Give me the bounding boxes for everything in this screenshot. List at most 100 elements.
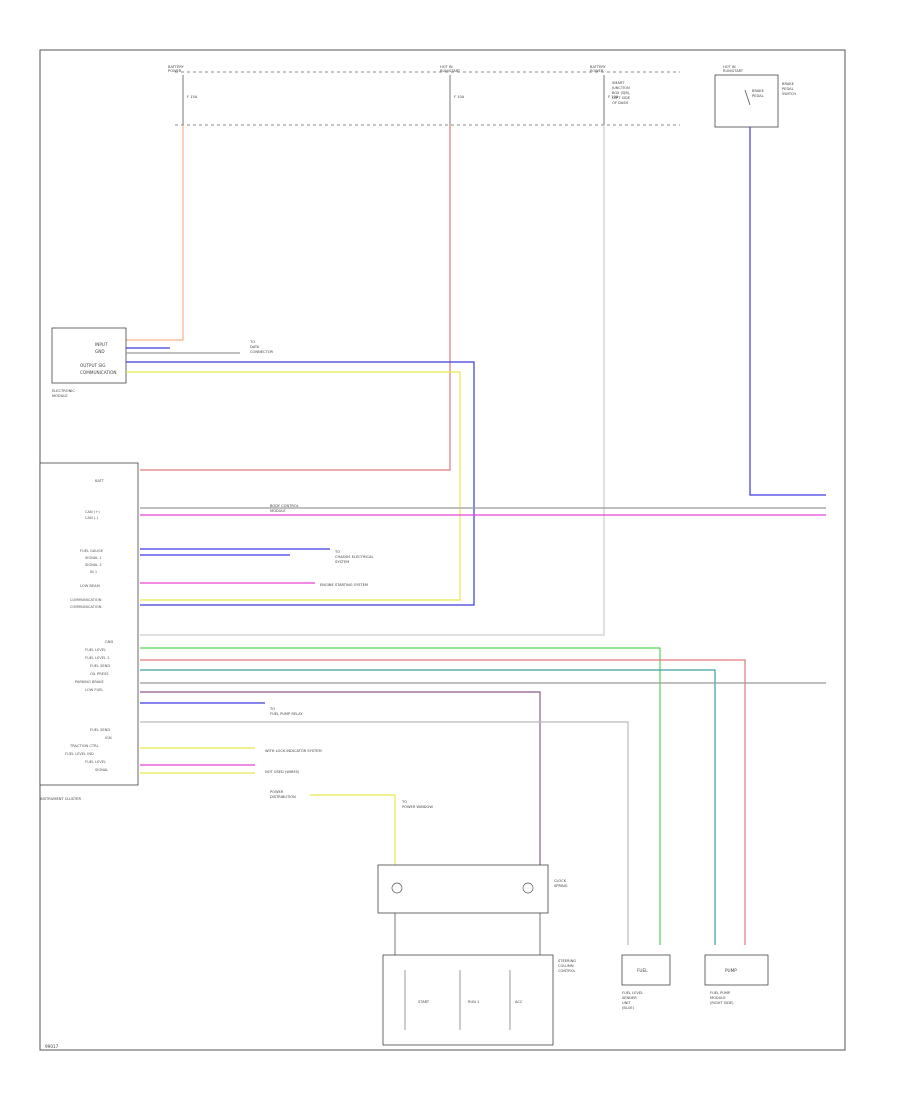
module-pin: INPUT xyxy=(95,342,108,347)
wire-red-2 xyxy=(140,659,746,945)
fuse-feed-label: HOT IN xyxy=(440,65,453,69)
cluster-pin: TRACTION CTRL xyxy=(69,744,99,748)
cluster-pin: CAN (+) xyxy=(85,510,100,514)
note-power-dist: POWER xyxy=(270,790,284,794)
fuel-pump-label: MODULE xyxy=(710,996,726,1000)
fuse-feed-label: BATTERY xyxy=(168,65,185,69)
cluster-pin: CAN (-) xyxy=(85,516,98,520)
switch-inner: PEDAL xyxy=(752,94,764,98)
cluster-pin: COMMUNICATION xyxy=(70,605,102,609)
wire-red-1 xyxy=(140,125,451,471)
wire-blue-long xyxy=(126,361,475,606)
fuse-note: BOX (SJB), xyxy=(612,91,630,95)
note-body-ctrl: MODULE xyxy=(270,509,286,513)
note-power-dist: DISTRIBUTION xyxy=(270,795,296,799)
cluster-pin: SIGNAL xyxy=(95,768,108,772)
cluster-pin: SIGNAL 2 xyxy=(85,563,102,567)
note-data-link: DATA xyxy=(250,345,260,349)
fuse-rating: F 15A xyxy=(187,95,198,99)
fuel-level-sender: FUEL FUEL LEVEL SENDER UNIT (BLUE) xyxy=(621,954,671,1010)
wire-blue-brake xyxy=(749,127,826,496)
fuse-note: SMART xyxy=(612,81,625,85)
clock-label: CLOCK xyxy=(554,879,567,883)
fuse-rating: F 10A xyxy=(454,95,465,99)
column-label: COLUMN xyxy=(558,964,574,968)
fuse-feed-sub: POWER xyxy=(590,69,604,73)
cluster-pin: COMMUNICATION xyxy=(70,598,102,602)
wire-teal xyxy=(140,669,716,945)
switch-name: SWITCH xyxy=(782,92,796,96)
cluster-pin: LOW BEAM xyxy=(80,584,100,588)
wire-purple xyxy=(140,691,541,870)
cluster-pin: FUEL SEND xyxy=(90,728,110,732)
cluster-pin: PARKING BRAKE xyxy=(75,680,105,684)
switch-name: BRAKE xyxy=(782,82,795,86)
wire-yellow-clock xyxy=(310,794,396,870)
fuel-pump-text: PUMP xyxy=(725,968,737,973)
cluster-pin: SIGNAL 1 xyxy=(85,556,102,560)
note-with-lock: WITH LOCK INDICATOR SYSTEM xyxy=(265,749,322,753)
column-label: STEERING xyxy=(558,959,576,963)
cluster-pin: FUEL LEVEL xyxy=(85,760,106,764)
fuel-sender-text: FUEL xyxy=(637,968,648,973)
wire-grey-sender xyxy=(140,721,629,945)
cluster-pin: IN 1 xyxy=(90,570,97,574)
note-power-sys: TO xyxy=(401,800,407,804)
cluster-pin: GND xyxy=(105,640,113,644)
note-data-link: CONNECTOR xyxy=(250,350,274,354)
module-title: ELECTRONIC xyxy=(52,389,75,393)
fuse-feed-3: BATTERY POWER F 10A SMART JUNCTION BOX (… xyxy=(590,65,631,125)
switch-inner: BRAKE xyxy=(752,89,765,93)
fuel-pump-module: PUMP FUEL PUMP MODULE (RIGHT SIDE) xyxy=(704,954,769,1005)
fuse-feed-1: BATTERY POWER F 15A xyxy=(168,65,198,125)
cluster-title: INSTRUMENT CLUSTER xyxy=(40,797,81,801)
note-body-ctrl: BODY CONTROL xyxy=(270,504,299,508)
column-label: CONTROL xyxy=(558,969,576,973)
wire-green xyxy=(140,647,661,945)
module-pin: OUTPUT SIG xyxy=(80,363,106,368)
cluster-pin: IGN xyxy=(105,736,112,740)
clock-label: SPRING xyxy=(554,884,568,888)
fuel-pump-label: FUEL PUMP xyxy=(710,991,731,995)
note-chassis: TO xyxy=(334,550,340,554)
cluster-pin: FUEL LEVEL 2 xyxy=(85,656,110,660)
cluster-pin: FUEL LEVEL IND xyxy=(65,752,94,756)
module-title: MODULE xyxy=(52,394,68,398)
note-chassis: SYSTEM xyxy=(335,560,349,564)
clock-spring: CLOCK SPRING xyxy=(377,864,568,914)
note-engine-start: ENGINE STARTING SYSTEM xyxy=(320,583,368,587)
fuel-sender-label: SENDER xyxy=(622,996,637,1000)
column-switch-label: ACC xyxy=(515,1000,523,1004)
fuse-feed-sub: POWER xyxy=(168,69,182,73)
fuse-note: JUNCTION xyxy=(611,86,630,90)
switch-name: PEDAL xyxy=(782,87,794,91)
note-data-link: TO xyxy=(249,340,255,344)
fuel-pump-label: (RIGHT SIDE) xyxy=(710,1001,734,1005)
wire-lightgrey xyxy=(140,125,605,636)
electronic-module: INPUT GND OUTPUT SIG COMMUNICATION ELECT… xyxy=(51,327,127,398)
cluster-pin: FUEL GAUGE xyxy=(80,549,104,553)
wire-orange xyxy=(126,125,184,341)
fuse-note: OF DASH xyxy=(612,101,628,105)
fuse-feed-label: BATTERY xyxy=(590,65,607,69)
wire-yellow-long xyxy=(126,371,461,601)
switch-sub: RUN/START xyxy=(723,69,744,73)
fuel-sender-label: UNIT xyxy=(622,1001,631,1005)
module-pin: GND xyxy=(95,349,105,354)
fuse-feed-sub: RUN/START xyxy=(440,69,461,73)
cluster-pin: FUEL LEVEL xyxy=(85,648,106,652)
note-fuel-pump: FUEL PUMP RELAY xyxy=(270,712,303,716)
cluster-pin: LOW FUEL xyxy=(85,688,103,692)
fuse-rating: F 10A xyxy=(608,95,619,99)
cluster-pin: FUEL SEND xyxy=(90,664,110,668)
note-power-sys: POWER WINDOW xyxy=(402,805,433,809)
column-switch-label: RUN 1 xyxy=(468,1000,479,1004)
switch-label: HOT IN xyxy=(723,65,736,69)
note-fuel-pump: TO xyxy=(269,707,275,711)
steering-column-control: START RUN 1 ACC STEERING COLUMN CONTROL xyxy=(382,913,576,1046)
cluster-pin: OIL PRESS xyxy=(90,672,109,676)
note-chassis: CHASSIS ELECTRICAL xyxy=(335,555,374,559)
note-not-used: NOT USED (WIRES) xyxy=(265,770,300,774)
fuel-sender-label: FUEL LEVEL xyxy=(622,991,643,995)
